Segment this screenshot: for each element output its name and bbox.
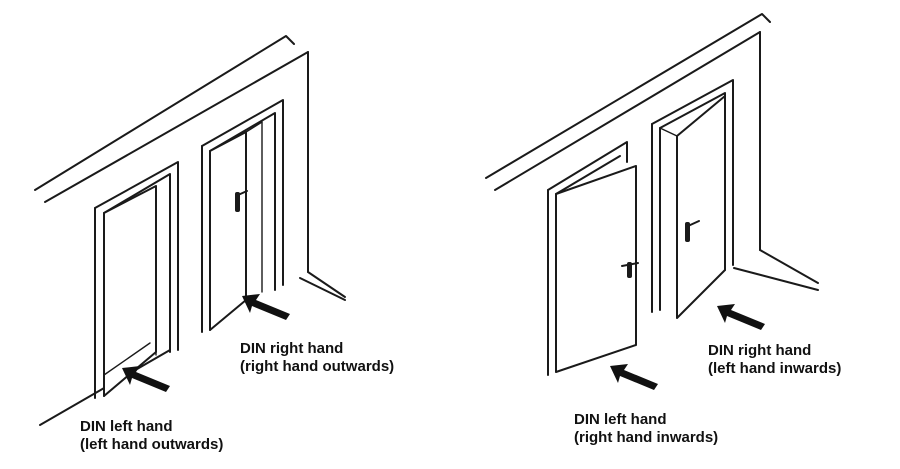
lever-handle-icon: [621, 262, 639, 267]
lever-handle-icon: [687, 220, 700, 227]
arrow-din-left-icon: [122, 366, 170, 392]
left-scene-outwards: [34, 35, 346, 426]
door-leaf: [209, 131, 247, 331]
arrow-din-left-icon: [610, 364, 658, 390]
door-leaf: [555, 165, 637, 373]
label-right-scene-din-left: DIN left hand (right hand inwards): [574, 411, 718, 447]
right-scene-inwards: [485, 13, 819, 390]
door-handle-icon: [235, 192, 240, 212]
label-left-scene-din-left: DIN left hand (left hand outwards): [80, 418, 223, 454]
door-leaf: [676, 95, 726, 319]
arrow-din-right-icon: [242, 294, 290, 320]
label-line: (right hand outwards): [240, 358, 395, 375]
label-line: (left hand inwards): [708, 360, 842, 377]
label-line: DIN right hand: [708, 342, 812, 359]
arrow-din-right-icon: [717, 304, 765, 330]
label-line: DIN right hand: [240, 340, 344, 357]
label-line: (left hand outwards): [80, 436, 224, 453]
door-handle-icon: [685, 222, 690, 242]
right-scene-door-din-left: [547, 141, 639, 376]
label-line: DIN left hand: [80, 418, 173, 435]
label-line: (right hand inwards): [574, 429, 719, 446]
label-right-scene-din-right: DIN right hand (left hand inwards): [708, 342, 841, 378]
label-left-scene-din-right: DIN right hand (right hand outwards): [240, 340, 394, 376]
door-handle-icon: [627, 262, 632, 278]
right-scene-walls: [485, 13, 819, 291]
lever-handle-icon: [237, 190, 248, 196]
label-line: DIN left hand: [574, 411, 667, 428]
door-leaf: [103, 185, 157, 397]
left-scene-door-din-left: [94, 161, 179, 399]
right-scene-door-din-right: [651, 79, 734, 319]
left-scene-door-din-right: [201, 99, 284, 333]
